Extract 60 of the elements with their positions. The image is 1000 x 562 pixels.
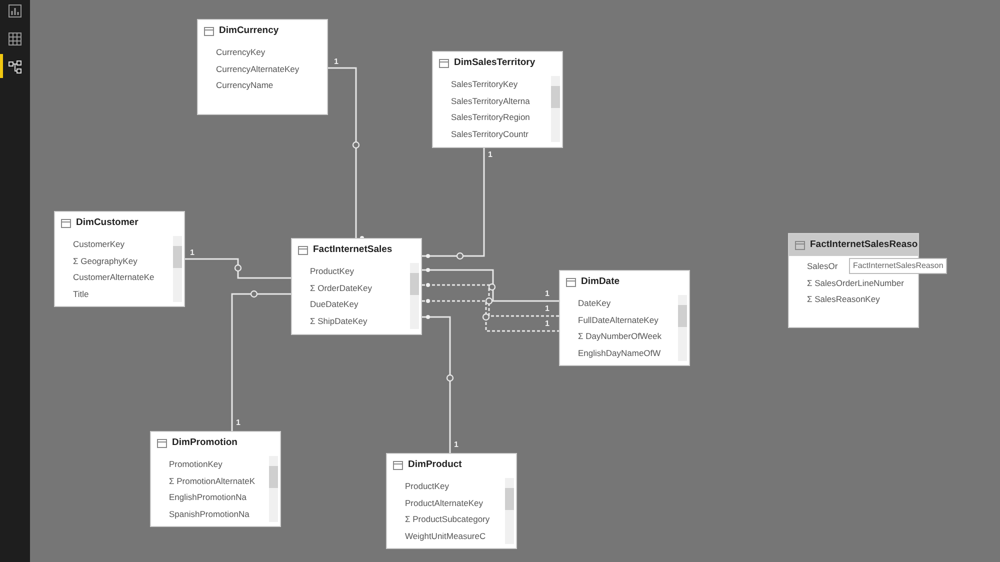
cardinality-label: 1 (334, 57, 338, 66)
table-card (386, 453, 517, 549)
field-name: Σ OrderDateKey (310, 282, 372, 295)
field-name: SalesTerritoryCountr (451, 128, 528, 141)
table-card (150, 431, 281, 527)
table-name: DimCurrency (219, 24, 279, 38)
field-name: CustomerKey (73, 238, 124, 251)
field-name: SpanishPromotionNa (169, 508, 250, 521)
relationship-line (422, 268, 559, 302)
relationship-line (328, 67, 364, 240)
tooltip: FactInternetSalesReason (849, 258, 948, 274)
table-card (432, 51, 563, 148)
table-name: DimSalesTerritory (454, 56, 536, 70)
relationship-line (422, 315, 454, 453)
table-name: DimPromotion (172, 436, 238, 450)
field-name: SalesTerritoryKey (451, 78, 518, 91)
cardinality-label: 1 (545, 319, 550, 328)
field-name: FullDateAlternateKey (578, 314, 658, 327)
table-name: DimDate (581, 274, 620, 289)
field-name: SalesTerritoryAlterna (451, 94, 530, 108)
table-card (291, 238, 422, 335)
field-name: ProductKey (310, 265, 354, 278)
cardinality-label: 1 (488, 150, 492, 159)
field-name: Σ ShipDateKey (310, 314, 368, 328)
field-name: DueDateKey (310, 298, 358, 311)
field-name: ProductKey (405, 480, 449, 493)
field-name: Σ ProductSubcategory (405, 513, 490, 526)
table-name: DimProduct (408, 458, 462, 472)
relationship-line (422, 148, 485, 260)
cardinality-label: 1 (545, 304, 550, 313)
field-name: CurrencyName (216, 79, 274, 92)
table-card (197, 19, 328, 115)
field-name: Σ PromotionAlternateK (169, 474, 256, 488)
field-name: EnglishDayNameOfW (578, 346, 661, 360)
field-name: Σ DayNumberOfWeek (578, 330, 662, 343)
cardinality-label: 1 (454, 440, 458, 449)
field-name: Σ SalesReasonKey (807, 293, 880, 306)
cardinality-label: 1 (545, 289, 550, 298)
field-name: Title (73, 288, 89, 300)
field-name: CurrencyKey (216, 46, 266, 59)
field-name: WeightUnitMeasureC (405, 530, 486, 543)
cardinality-label: 1 (236, 418, 240, 427)
relationship-line (422, 283, 559, 317)
relationship-line (422, 299, 559, 332)
table-card (559, 270, 690, 366)
field-name: CustomerAlternateKe (73, 271, 154, 284)
field-name: PromotionKey (169, 458, 222, 471)
field-name: EnglishPromotionNa (169, 491, 246, 504)
field-name: CurrencyAlternateKey (216, 62, 300, 76)
field-name: SalesTerritoryRegion (451, 111, 530, 124)
table-name: FactInternetSales (313, 242, 392, 257)
table-card (54, 211, 185, 307)
table-name: FactInternetSalesReaso (810, 238, 918, 252)
table-name: DimCustomer (76, 216, 138, 230)
field-name: Σ SalesOrderLineNumber (807, 276, 904, 290)
field-name: SalesOr (807, 260, 838, 273)
field-name: DateKey (578, 297, 611, 310)
field-name: ProductAlternateKey (405, 496, 483, 510)
field-name: Σ GeographyKey (73, 254, 138, 268)
cardinality-label: 1 (190, 248, 194, 257)
